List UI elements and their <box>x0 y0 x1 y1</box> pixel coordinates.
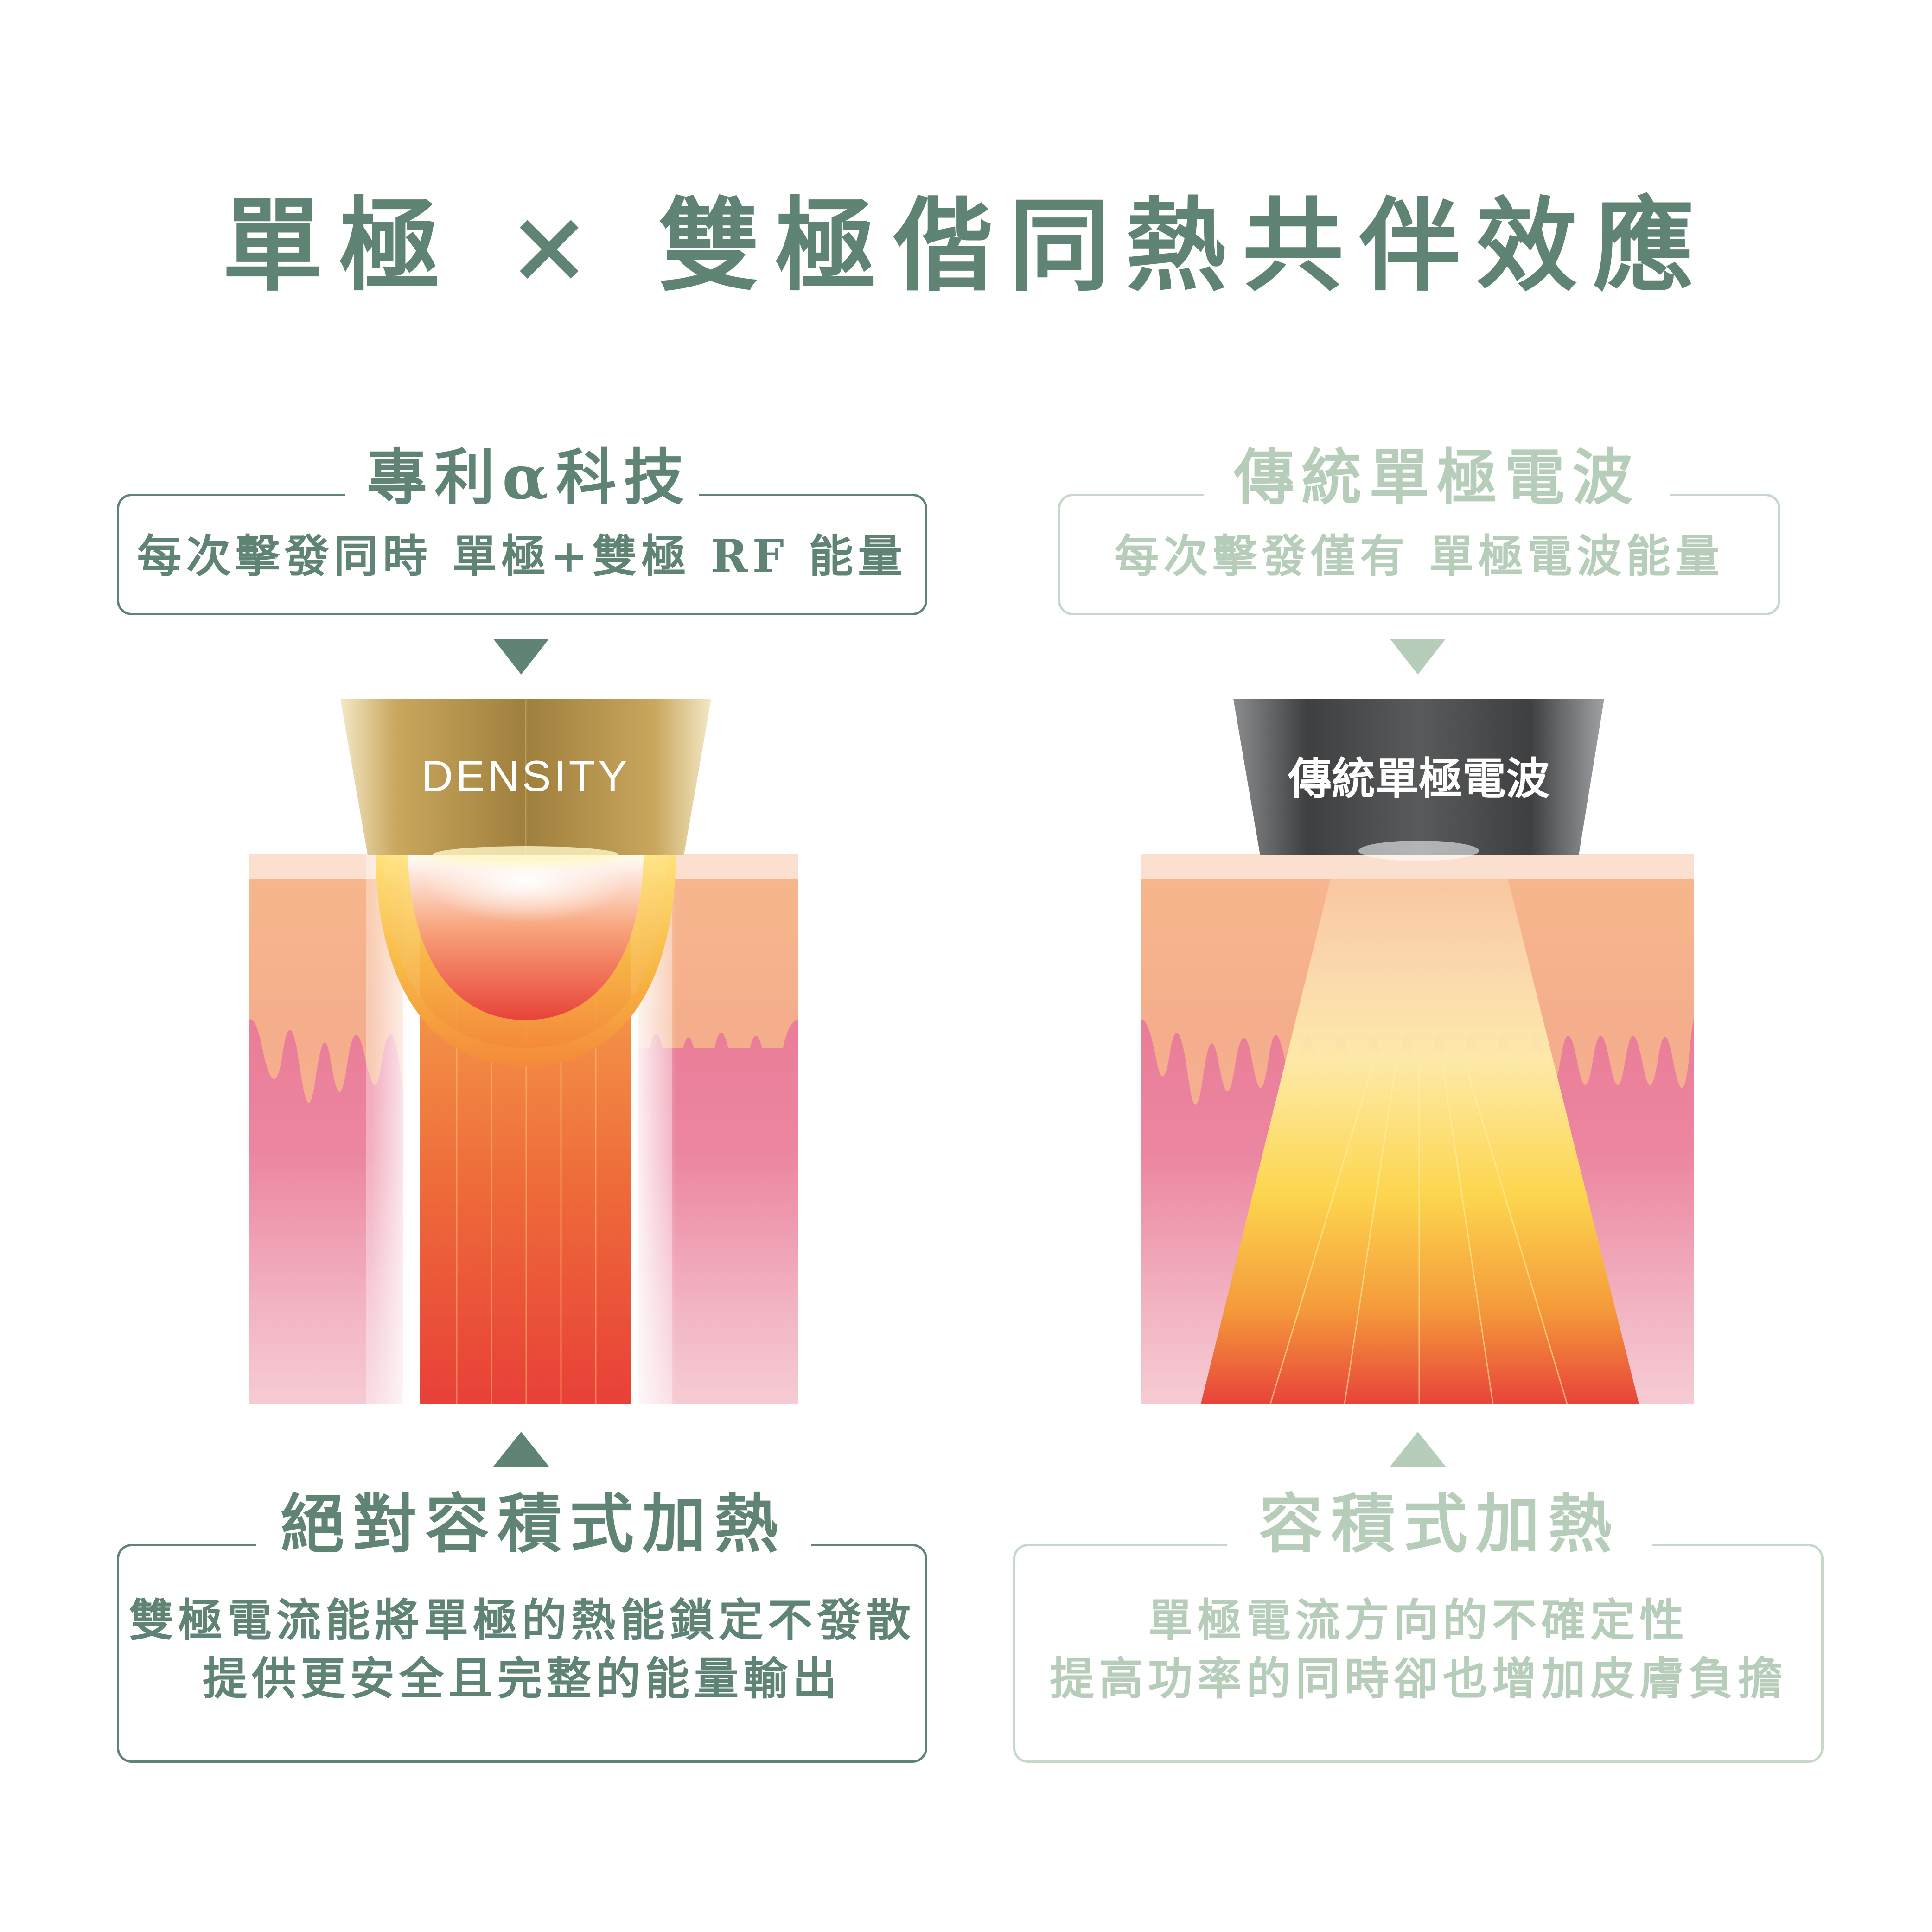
left-result-label: 絕對容積式加熱 <box>256 1480 811 1568</box>
right-result-desc-2: 提高功率的同時卻也增加皮膚負擔 <box>1050 1652 1787 1705</box>
right-skin-diagram <box>1141 854 1694 1404</box>
right-up-arrow-icon <box>1390 1432 1446 1467</box>
left-device-nozzle <box>340 699 711 871</box>
left-result-card: 雙極電流能將單極的熱能鎖定不發散 提供更安全且完整的能量輸出 <box>117 1544 927 1763</box>
right-tech-label: 傳統單極電波 <box>1204 434 1670 522</box>
left-up-arrow-icon <box>493 1432 549 1467</box>
left-down-arrow-icon <box>493 639 549 675</box>
right-device-label: 傳統單極電波 <box>1288 753 1549 804</box>
right-result-card: 單極電流方向的不確定性 提高功率的同時卻也增加皮膚負擔 <box>1013 1544 1824 1763</box>
right-result-desc-1: 單極電流方向的不確定性 <box>1148 1594 1689 1646</box>
right-down-arrow-icon <box>1390 639 1446 675</box>
left-tech-desc: 每次擊發同時 單極+雙極 RF 能量 <box>137 530 907 582</box>
right-result-label: 容積式加熱 <box>1227 1480 1652 1568</box>
left-tech-label: 專利α科技 <box>345 434 699 522</box>
page-title: 單極 × 雙極偕同熱共伴效應 <box>222 186 1710 305</box>
left-skin-diagram <box>249 854 798 1404</box>
left-device-label: DENSITY <box>421 752 630 800</box>
left-result-desc-1: 雙極電流能將單極的熱能鎖定不發散 <box>129 1594 915 1646</box>
right-device-nozzle <box>1233 699 1604 861</box>
right-tech-desc: 每次擊發僅有 單極電波能量 <box>1114 530 1724 582</box>
left-result-desc-2: 提供更安全且完整的能量輸出 <box>203 1652 842 1705</box>
